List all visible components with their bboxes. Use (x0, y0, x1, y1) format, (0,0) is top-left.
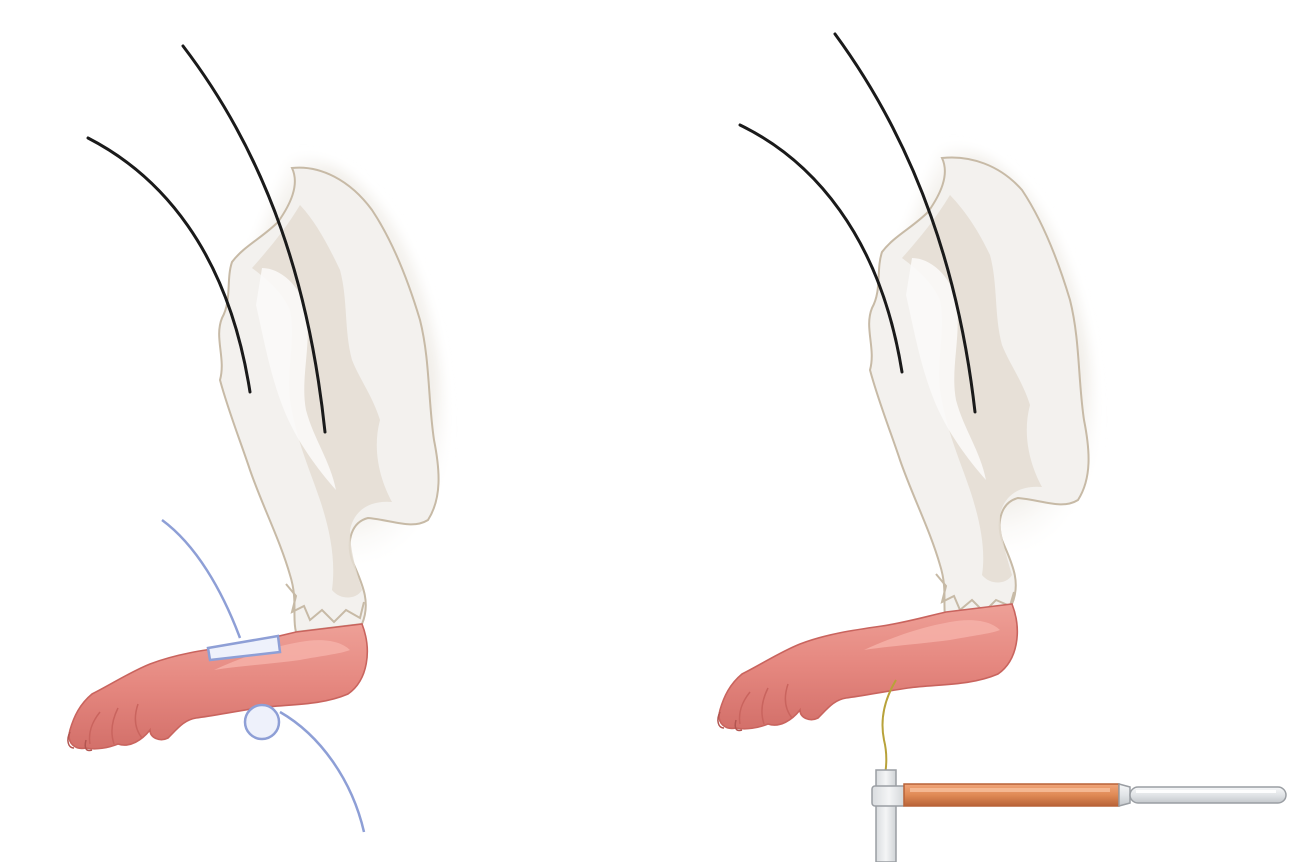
probe-rod-tip (1130, 787, 1286, 803)
cuff-tubing-upper (162, 520, 240, 638)
probe-rod-taper (1119, 784, 1130, 806)
probe-rod (904, 784, 1286, 806)
probe-clamp-post (876, 800, 896, 862)
probe-tip-highlight (1136, 790, 1276, 793)
probe-clamp (872, 770, 906, 862)
shaved-forelimb (68, 624, 367, 751)
cuff-bulb-circle (245, 705, 279, 739)
left-panel (68, 46, 444, 832)
cuff-bulb (245, 705, 279, 739)
furred-upper-limb (219, 158, 444, 632)
sensor-lead-wire (883, 680, 897, 782)
right-panel (718, 34, 1286, 862)
probe-rod-highlight (910, 788, 1110, 792)
furred-upper-limb-right (869, 148, 1094, 622)
cuff-tubing-lower (280, 712, 364, 832)
probe-rod-orange (904, 784, 1119, 806)
probe-clamp-collar (872, 786, 906, 806)
shaved-forelimb-right (718, 604, 1017, 731)
